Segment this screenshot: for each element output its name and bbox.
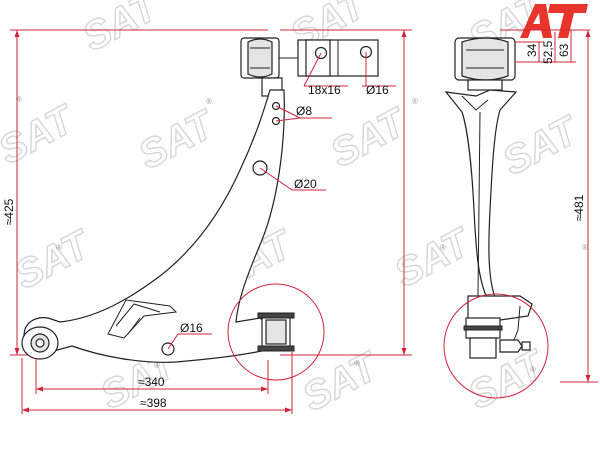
side-dimensions: 34 52,5 63: [515, 30, 576, 64]
callout-small-holes: Ø8: [275, 104, 332, 122]
registered-mark: ®: [530, 365, 536, 374]
watermark: SAT: [388, 219, 480, 296]
registered-mark: ®: [16, 95, 22, 104]
upper-mount-block: [240, 37, 379, 97]
registered-mark: ®: [440, 243, 446, 252]
width-overall-label: ≈398: [140, 396, 167, 410]
watermark: SAT: [132, 101, 224, 178]
slot-label: 18x16: [308, 83, 341, 97]
side-34-label: 34: [525, 43, 539, 57]
front-view: ≈425: [2, 29, 412, 414]
front-arm-body: [23, 89, 285, 363]
registered-mark: ®: [412, 97, 418, 106]
upper-hole-label: Ø16: [366, 83, 389, 97]
registered-mark: ®: [582, 243, 588, 252]
dimension-overall-height-side: ≈481: [401, 29, 598, 383]
watermark: SAT: [324, 99, 416, 176]
dimension-overall-height-front: ≈425: [2, 29, 268, 356]
detail-circle-front: [227, 283, 325, 381]
logo-a-hole: [533, 13, 540, 24]
width-inner-label: ≈340: [138, 375, 165, 389]
dimension-width-inner: ≈340: [35, 358, 269, 394]
overall-height-side-label: ≈481: [572, 194, 586, 221]
lower-hole-label: Ø16: [180, 321, 203, 335]
left-bushing-eye: [21, 326, 59, 360]
logo-t-shape: [548, 4, 588, 38]
registered-mark: ®: [354, 359, 360, 368]
registered-mark: ®: [56, 243, 62, 252]
side-63-label: 63: [557, 43, 571, 57]
watermark: SAT: [8, 221, 100, 298]
registered-mark: ®: [154, 361, 160, 370]
brake-line-bracket: [107, 299, 178, 339]
detail-circle-side: [443, 293, 549, 399]
side-52-5-label: 52,5: [541, 40, 555, 64]
callout-middle-hole: Ø20: [259, 167, 326, 191]
middle-hole-label: Ø20: [294, 177, 317, 191]
side-top-bushing: [454, 37, 516, 91]
side-ball-joint: [463, 295, 533, 359]
dimension-width-overall: ≈398: [21, 352, 293, 414]
watermark: SAT: [496, 107, 588, 184]
side-view: ≈481 34 52,5 63: [401, 29, 598, 399]
small-holes-label: Ø8: [296, 104, 312, 118]
lower-bushing: [257, 312, 295, 352]
callout-slot: 18x16: [303, 52, 348, 97]
callout-lower-hole: Ø16: [167, 321, 212, 350]
watermark: SAT: [0, 96, 83, 173]
callout-upper-hole: Ø16: [362, 52, 396, 97]
registered-mark: ®: [206, 97, 212, 106]
overall-height-front-label: ≈425: [2, 198, 16, 225]
